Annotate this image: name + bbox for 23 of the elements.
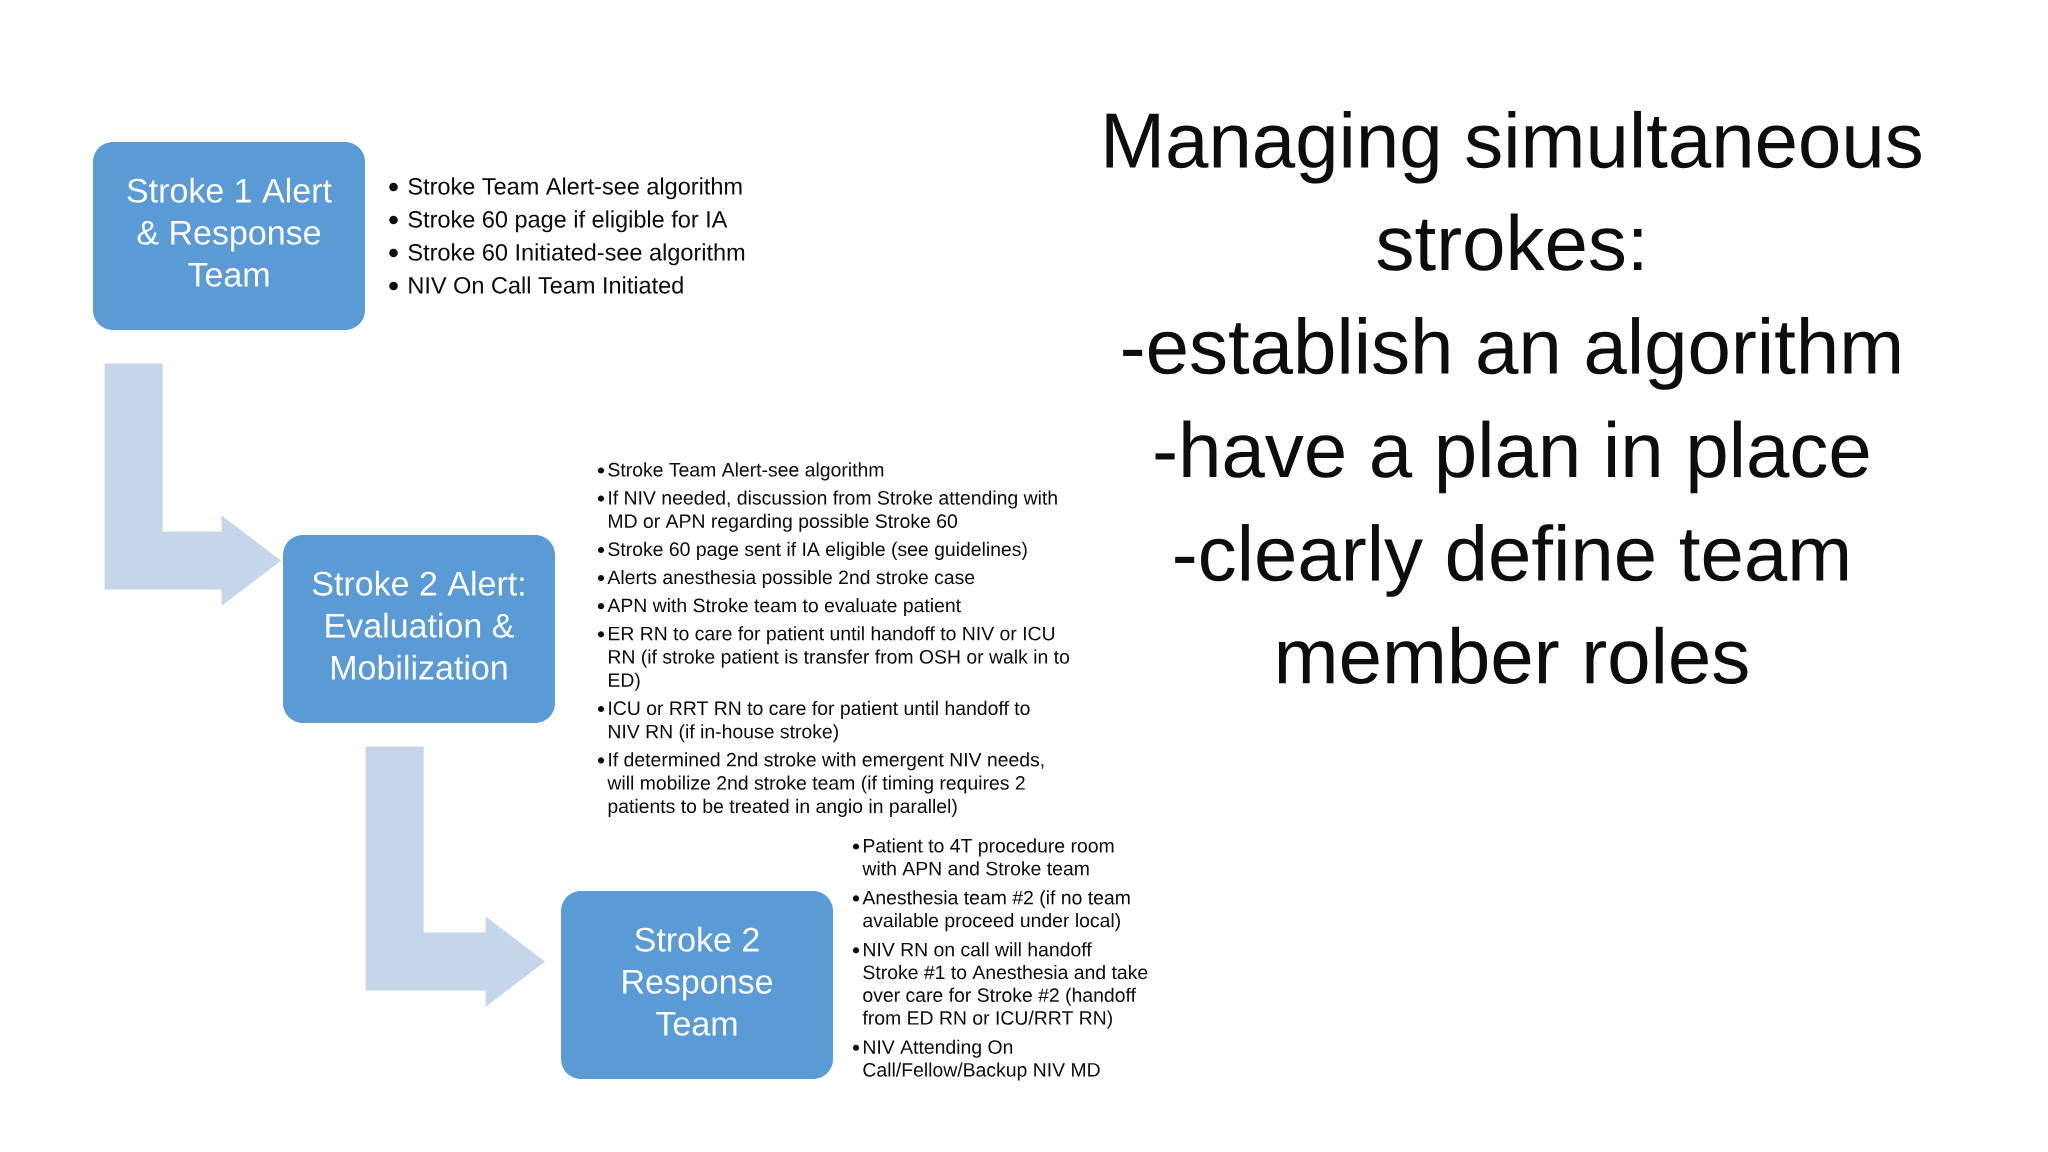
title: Managing simultaneous strokes: bbox=[1106, 110, 1921, 271]
process-box: Stroke 2 Alert: Evaluation & Mobilization bbox=[283, 535, 555, 723]
process-box: Stroke 2 Response Team bbox=[561, 891, 833, 1079]
list-item: -establish an algorithm bbox=[1123, 317, 1900, 390]
process-box: Stroke 1 Alert & Response Team bbox=[93, 142, 365, 330]
bullet-item: NIV Attending On Call/Fellow/Backup NIV MD bbox=[863, 1039, 1100, 1081]
bullet-item: If determined 2nd stroke with emergent NIV needs, will mobilize 2nd stroke team (if timing requires 2 patients to be treated in angio in parallel) bbox=[607, 752, 1044, 817]
list-item: -have a plan in place bbox=[1155, 420, 1869, 494]
bullet-item: Stroke Team Alert-see algorithm bbox=[608, 462, 884, 481]
bullet-item: ICU or RRT RN to care for patient until handoff to NIV RN (if in-house stroke) bbox=[609, 700, 1030, 743]
bullet-item: NIV On Call Team Initiated bbox=[409, 276, 683, 294]
bullet-item: If NIV needed, discussion from Stroke attending with MD or APN regarding possible Stroke 60 bbox=[609, 490, 1057, 532]
bullet-item: ER RN to care for patient until handoff to NIV or ICU RN (if stroke patient is transfer from OSH or walk in to ED) bbox=[609, 626, 1070, 691]
bullet-item: Alerts anesthesia possible 2nd stroke case bbox=[607, 569, 975, 588]
bullet-item: NIV RN on call will handoff Stroke #1 to Anesthesia and take over care for Stroke #2 (handoff from ED RN or ICU/RRT RN) bbox=[862, 942, 1148, 1029]
bullet-item: Patient to 4T procedure room with APN and Stroke team bbox=[862, 838, 1114, 876]
bullet-item: Anesthesia team #2 (if no team available proceed under local) bbox=[862, 890, 1130, 932]
bullet-item: APN with Stroke team to evaluate patient bbox=[607, 598, 961, 617]
bullet-item: Stroke 60 page if eligible for IA bbox=[408, 210, 728, 233]
bullet-item: Stroke 60 page sent if IA eligible (see guidelines) bbox=[608, 541, 1027, 560]
bullet-item: Stroke Team Alert-see algorithm bbox=[408, 177, 742, 200]
list-item: -clearly define team member roles bbox=[1175, 524, 1848, 685]
bullet-item: Stroke 60 Initiated-see algorithm bbox=[408, 243, 745, 266]
